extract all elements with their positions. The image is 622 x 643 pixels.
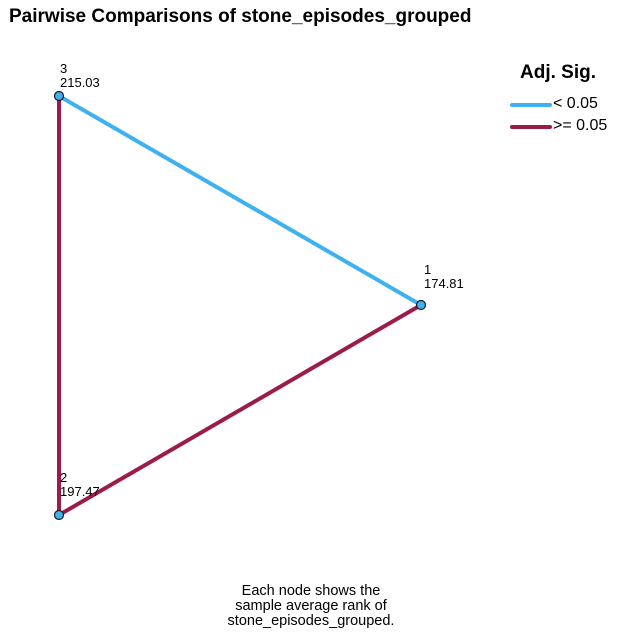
node-3-id: 3	[60, 61, 68, 76]
node-2-id: 2	[60, 470, 68, 485]
legend: Adj. Sig. < 0.05 >= 0.05	[506, 62, 622, 138]
node-3-value: 215.03	[60, 75, 100, 90]
legend-label-significant: < 0.05	[553, 95, 598, 112]
node-3[interactable]	[53, 90, 65, 102]
edge-3-to-1	[57, 94, 423, 307]
legend-item-not-significant: >= 0.05	[506, 116, 622, 138]
footnote-line-2: sample average rank of	[235, 598, 387, 614]
node-1-label: 1 174.81	[424, 263, 464, 291]
legend-swatch-significant	[510, 103, 552, 107]
node-2-value: 197.47	[60, 484, 100, 499]
node-3-label: 3 215.03	[60, 62, 100, 90]
node-2-label: 2 197.47	[60, 471, 100, 499]
legend-swatch-not-significant	[510, 125, 552, 129]
footnote: Each node shows the sample average rank …	[0, 584, 622, 629]
legend-title: Adj. Sig.	[520, 62, 596, 83]
node-2[interactable]	[53, 509, 65, 521]
legend-label-not-significant: >= 0.05	[553, 117, 608, 134]
node-1-id: 1	[424, 262, 432, 277]
pairwise-graph	[53, 90, 427, 521]
edge-1-to-2	[57, 303, 423, 517]
node-1-value: 174.81	[424, 276, 464, 291]
legend-item-significant: < 0.05	[506, 94, 622, 116]
footnote-line-1: Each node shows the	[241, 583, 381, 599]
chart-title: Pairwise Comparisons of stone_episodes_g…	[9, 6, 472, 27]
footnote-line-3: stone_episodes_grouped.	[227, 613, 395, 629]
node-1[interactable]	[415, 299, 427, 311]
